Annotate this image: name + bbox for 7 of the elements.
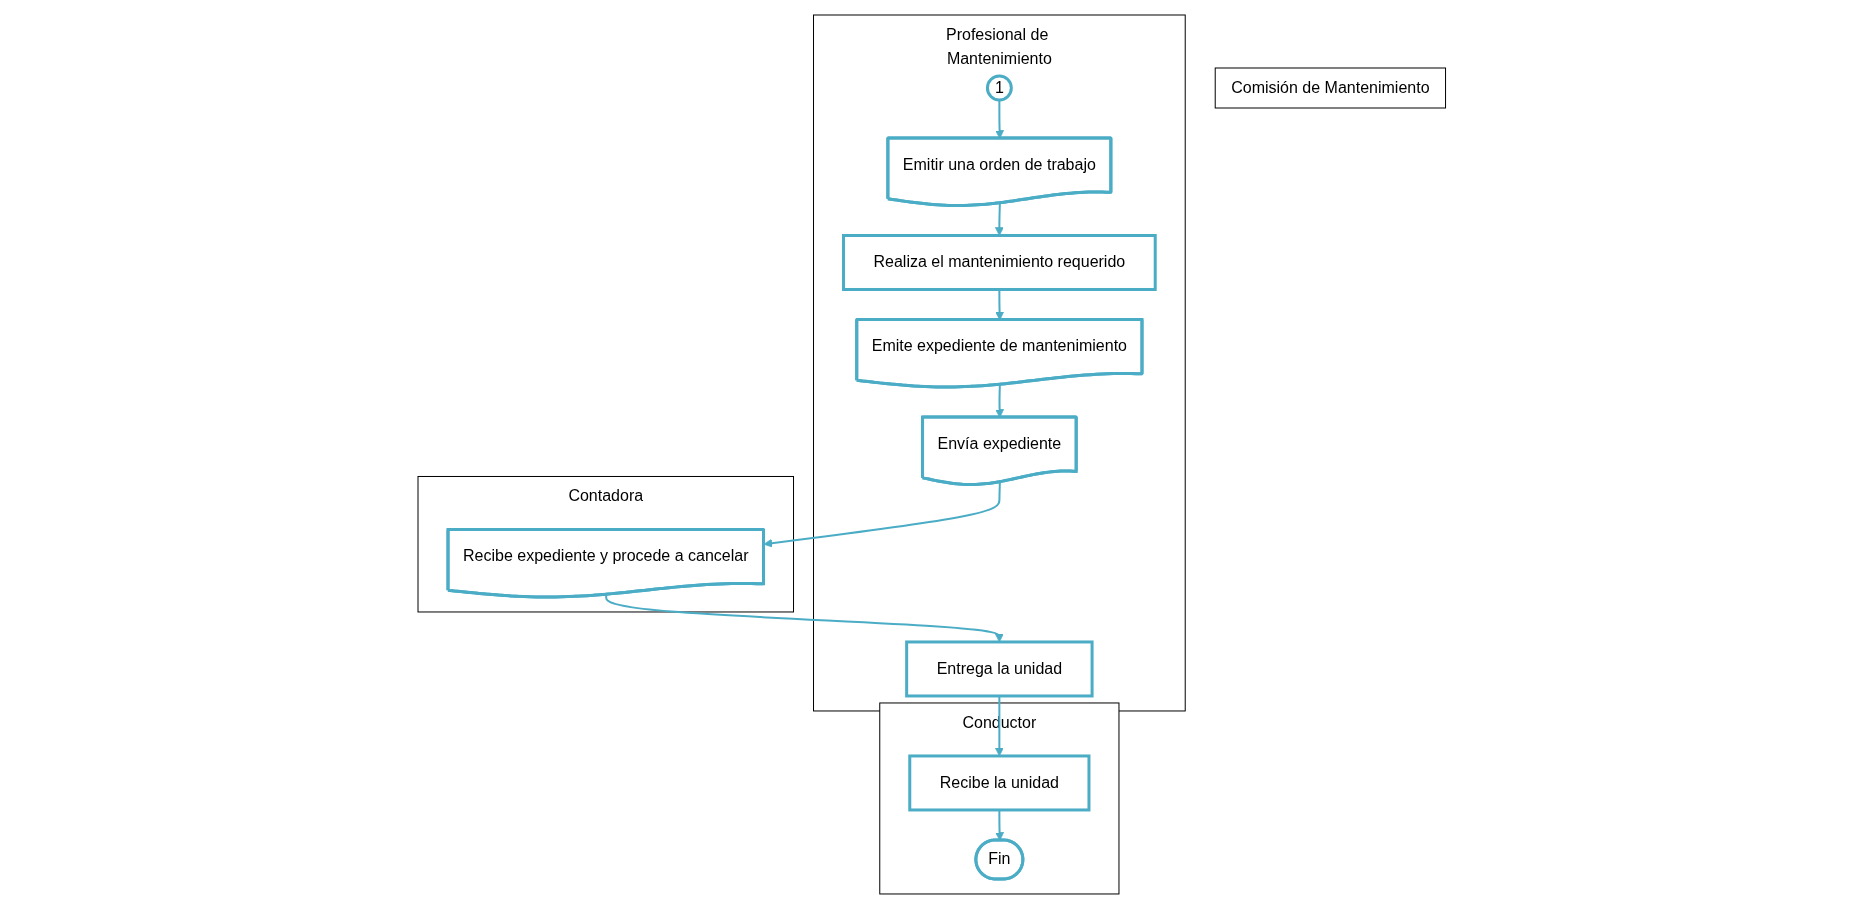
arrow [763, 481, 1001, 548]
node-box: Recibe la unidad [908, 754, 1091, 812]
node-circle: 1 [985, 74, 1013, 102]
node-box: Realiza el mantenimiento requerido [841, 234, 1157, 291]
node-box: Comisión de Mantenimiento [1214, 67, 1446, 109]
arrow [994, 202, 1004, 236]
node-box: Entrega la unidad [904, 640, 1094, 698]
